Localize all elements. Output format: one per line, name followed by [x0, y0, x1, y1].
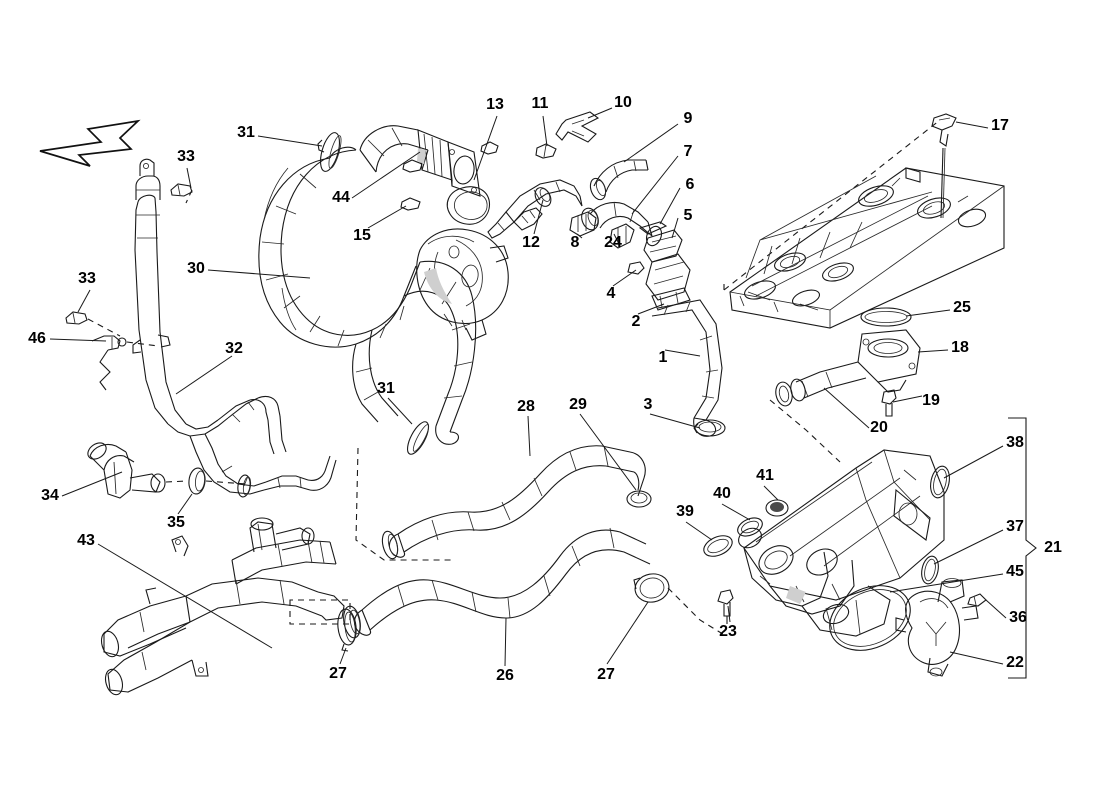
callout-4: 4 [606, 285, 616, 302]
intake-duct-housing-44 [359, 125, 499, 211]
callout-20: 20 [870, 419, 888, 436]
callout-39: 39 [676, 503, 694, 520]
elbow-connector-34 [87, 442, 166, 499]
water-pump-housing-22 [895, 578, 979, 677]
callout-41: 41 [756, 467, 774, 484]
temperature-sensor-17 [931, 113, 957, 219]
o-ring-37 [921, 555, 939, 585]
group-bracket-21 [1008, 417, 1037, 679]
callout-22: 22 [1006, 654, 1024, 671]
callout-23: 23 [719, 623, 737, 640]
callout-15: 15 [353, 227, 371, 244]
gasket-seal-13 [446, 186, 491, 225]
coolant-distribution-manifold-43 [100, 517, 345, 696]
hose-clamp-31-lower [406, 421, 430, 455]
callout-2: 2 [631, 313, 641, 330]
callout-46: 46 [28, 330, 46, 347]
callout-27: 27 [329, 665, 347, 682]
callout-27: 27 [597, 666, 615, 683]
callout-34: 34 [41, 487, 59, 504]
lower-radiator-hose-26 [343, 527, 670, 639]
manifold-bolt-23 [717, 589, 734, 624]
callout-8: 8 [570, 234, 580, 251]
callout-31: 31 [237, 124, 255, 141]
hose-clamp-27-left [337, 608, 357, 652]
vent-hose-elbow-9 [589, 159, 649, 201]
callout-44: 44 [332, 189, 350, 206]
callout-37: 37 [1006, 518, 1024, 535]
callout-33: 33 [177, 148, 195, 165]
callout-38: 38 [1006, 434, 1024, 451]
o-ring-40 [737, 517, 763, 537]
plug-cap-41 [765, 499, 789, 517]
callout-45: 45 [1006, 563, 1024, 580]
callout-1: 1 [658, 349, 668, 366]
vacuum-line-assembly-12 [487, 179, 583, 239]
callout-3: 3 [643, 396, 653, 413]
callout-9: 9 [683, 110, 693, 127]
direction-arrow [39, 119, 141, 167]
intake-manifold-21 [738, 449, 945, 651]
coolant-pipe-bracket-32 [65, 158, 337, 498]
thermostat-water-pump-42 [416, 228, 509, 341]
callout-43: 43 [77, 532, 95, 549]
bolt-11 [535, 143, 557, 159]
o-ring-38 [930, 465, 950, 499]
callout-28: 28 [517, 398, 535, 415]
connector-and-pipe-1 [627, 221, 726, 437]
bolt-33-upper [170, 183, 193, 197]
callout-25: 25 [953, 299, 971, 316]
cylinder-head-cover [723, 119, 1005, 329]
callout-24: 24 [604, 234, 622, 251]
callout-36: 36 [1009, 609, 1027, 626]
bolt-33-lower [65, 311, 88, 325]
upper-radiator-hose-28 [381, 445, 652, 560]
callout-10: 10 [614, 94, 632, 111]
callout-31: 31 [377, 380, 395, 397]
callout-40: 40 [713, 485, 731, 502]
curved-coolant-hose-30 [258, 146, 477, 445]
callout-7: 7 [683, 143, 693, 160]
callout-32: 32 [225, 340, 243, 357]
callout-19: 19 [922, 392, 940, 409]
callout-33: 33 [78, 270, 96, 287]
callout-11: 11 [531, 95, 549, 112]
o-ring-25 [860, 307, 912, 327]
callout-12: 12 [522, 234, 540, 251]
bolt-15-b [400, 197, 421, 211]
callout-13: 13 [486, 96, 504, 113]
bolt-15-a [402, 159, 423, 173]
callout-21: 21 [1044, 539, 1062, 556]
callout-5: 5 [683, 207, 693, 224]
callout-18: 18 [951, 339, 969, 356]
o-ring-39 [703, 535, 733, 557]
hose-clamp-31-upper [317, 132, 342, 172]
seal-ring-35 [188, 467, 206, 495]
callout-6: 6 [685, 176, 695, 193]
callout-17: 17 [991, 117, 1009, 134]
clip-bracket-8 [569, 211, 597, 237]
callout-26: 26 [496, 667, 514, 684]
thermostat-housing-flange-18 [775, 329, 921, 417]
callout-30: 30 [187, 260, 205, 277]
pump-bolt-36 [967, 593, 987, 607]
callout-35: 35 [167, 514, 185, 531]
callout-29: 29 [569, 396, 587, 413]
spring-clip-10 [555, 111, 600, 143]
leader-lines [49, 107, 1007, 667]
